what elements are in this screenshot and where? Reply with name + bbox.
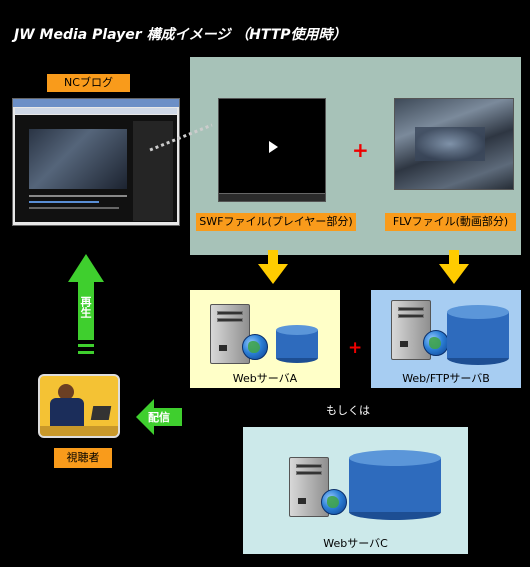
play-label: 再生: [79, 296, 92, 318]
plus-sign-top: +: [352, 138, 369, 162]
deliver-label: 配信: [148, 411, 170, 424]
arrow-up-play: [68, 254, 104, 354]
server-c-box: WebサーバC: [243, 427, 468, 554]
blog-screenshot: [12, 98, 180, 226]
viewer-label: 視聴者: [54, 448, 112, 468]
diagram-title: JW Media Player 構成イメージ （HTTP使用時）: [14, 27, 347, 43]
globe-icon: [321, 489, 347, 515]
or-text: もしくは: [326, 404, 370, 417]
database-icon: [447, 305, 509, 365]
server-a-label: WebサーバA: [232, 372, 298, 385]
arrow-left-deliver: [136, 399, 182, 435]
server-b-box: Web/FTPサーバB: [371, 290, 521, 388]
globe-icon: [242, 334, 268, 360]
swf-file-label: SWFファイル(プレイヤー部分): [196, 213, 356, 231]
flv-file-label: FLVファイル(動画部分): [385, 213, 516, 231]
plus-sign-bottom: +: [348, 338, 363, 358]
nc-blog-label: NCブログ: [47, 74, 130, 92]
server-c-label: WebサーバC: [323, 537, 388, 550]
player-screenshot: [218, 98, 326, 202]
database-icon: [349, 450, 441, 520]
server-b-label: Web/FTPサーバB: [402, 372, 490, 385]
flv-screenshot: [394, 98, 514, 190]
play-icon: [269, 141, 278, 153]
database-icon: [276, 325, 318, 363]
viewer-image: [38, 374, 120, 438]
arrow-down-flv: [439, 250, 469, 284]
arrow-down-swf: [258, 250, 288, 284]
server-a-box: WebサーバA: [190, 290, 340, 388]
